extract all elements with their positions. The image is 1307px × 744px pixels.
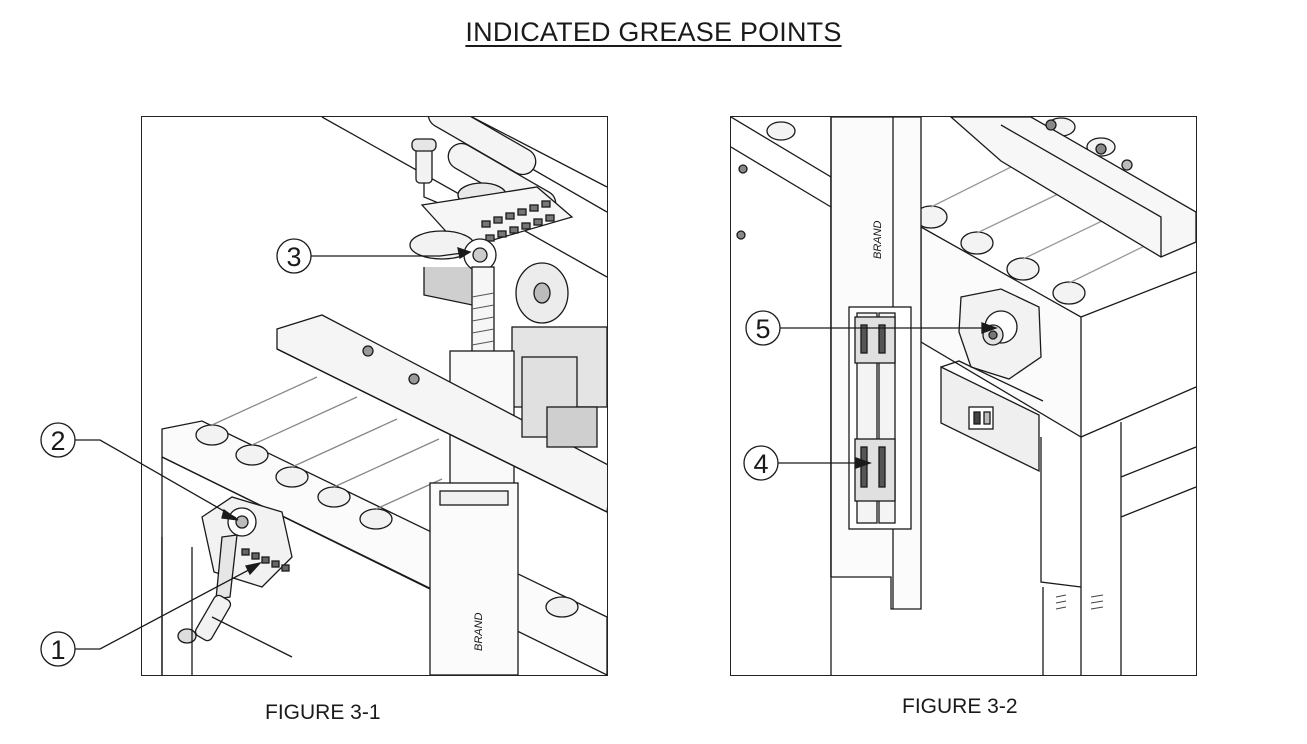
callout-2-number: 2 xyxy=(50,426,65,456)
figure-3-1-brand-text: BRAND xyxy=(473,612,485,651)
callout-1-number: 1 xyxy=(50,635,65,665)
figure-3-2-svg: BRAND xyxy=(731,117,1196,675)
figure-3-1-svg: BRAND xyxy=(161,117,607,675)
figure-3-2-drawing: BRAND xyxy=(730,116,1197,676)
page-title: INDICATED GREASE POINTS xyxy=(465,17,842,47)
figure-3-2-caption: FIGURE 3-2 xyxy=(902,695,1018,718)
figure-3-2-brand-text: BRAND xyxy=(872,220,884,259)
figure-3-1-caption: FIGURE 3-1 xyxy=(265,701,381,724)
figure-3-1-drawing: BRAND xyxy=(141,116,608,676)
